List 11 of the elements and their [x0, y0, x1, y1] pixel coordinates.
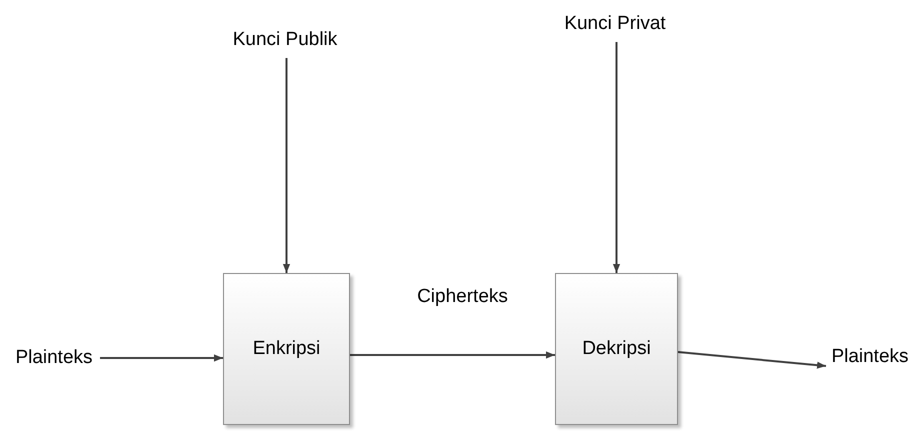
arrow: [100, 354, 223, 362]
node-label: Kunci Publik: [220, 24, 350, 56]
process-box: Dekripsi: [555, 273, 678, 425]
arrow: [282, 58, 290, 273]
arrow: [612, 42, 620, 273]
node-label: Plainteks: [8, 342, 100, 374]
node-label: Kunci Privat: [550, 8, 680, 40]
node-label: Plainteks: [826, 341, 914, 373]
arrow: [678, 351, 826, 369]
arrow: [350, 351, 555, 359]
process-box: Enkripsi: [223, 273, 350, 425]
